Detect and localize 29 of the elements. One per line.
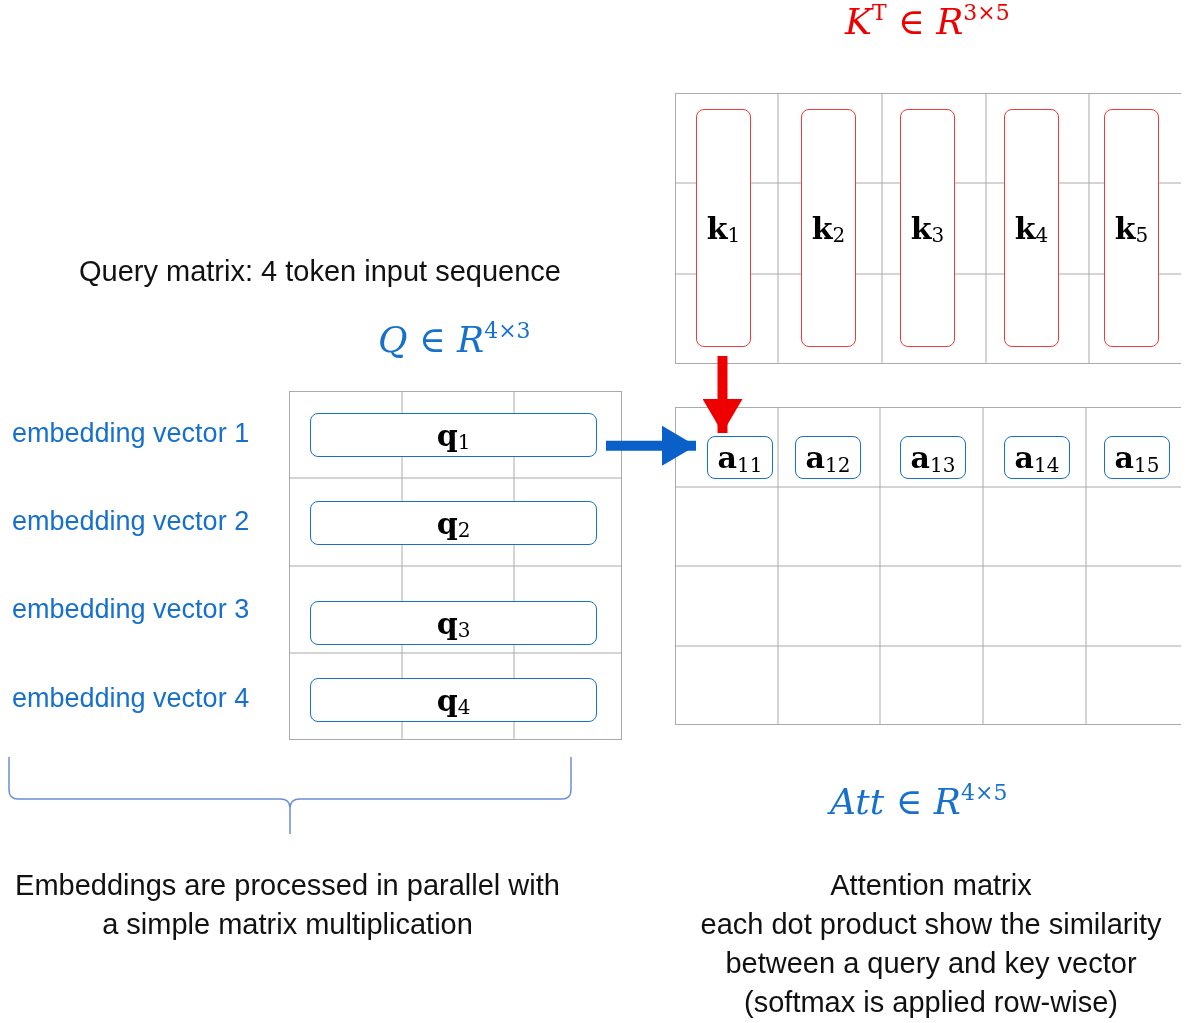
vector-box: k$_{3}$ (900, 109, 955, 347)
row-label: embedding vector 4 (12, 683, 250, 714)
vector-box: q$_{3}$ (310, 601, 597, 645)
vector-box: q$_{1}$ (310, 413, 597, 457)
vector-box: q$_{4}$ (310, 678, 597, 722)
matrix-caption: Query matrix: 4 token input sequence (78, 254, 562, 289)
matrix-description: each dot product show the similarity between a query and key vector (softmax is applied row-wise) (699, 907, 1163, 1020)
row-label: embedding vector 2 (12, 506, 250, 537)
arrow (606, 425, 696, 466)
row-label: embedding vector 1 (12, 418, 250, 449)
matrix-dimension-formula: K$^{T}$ ∈ R$^{3×5}$ (845, 0, 1010, 42)
vector-box: k$_{2}$ (801, 109, 856, 347)
vector-box: a$_{11}$ (707, 436, 773, 479)
vector-box: k$_{5}$ (1104, 109, 1159, 347)
row-label: embedding vector 3 (12, 594, 250, 625)
vector-box: a$_{13}$ (900, 436, 966, 479)
vector-box: k$_{1}$ (696, 109, 751, 347)
matrix-caption: Attention matrix (829, 868, 1033, 903)
vector-box: a$_{14}$ (1004, 436, 1070, 479)
vector-box: a$_{12}$ (795, 436, 861, 479)
vector-box: q$_{2}$ (310, 501, 597, 545)
matrix-grid (675, 93, 1181, 364)
matrix-grid (289, 391, 622, 740)
vector-box: k$_{4}$ (1004, 109, 1059, 347)
vector-box: a$_{15}$ (1104, 436, 1170, 479)
matrix-dimension-formula: Q ∈ R$^{4×3}$ (378, 318, 531, 360)
brace-caption: Embeddings are processed in parallel with a simple matrix multiplication (14, 868, 561, 942)
arrow (702, 356, 743, 433)
matrix-grid (675, 407, 1181, 725)
